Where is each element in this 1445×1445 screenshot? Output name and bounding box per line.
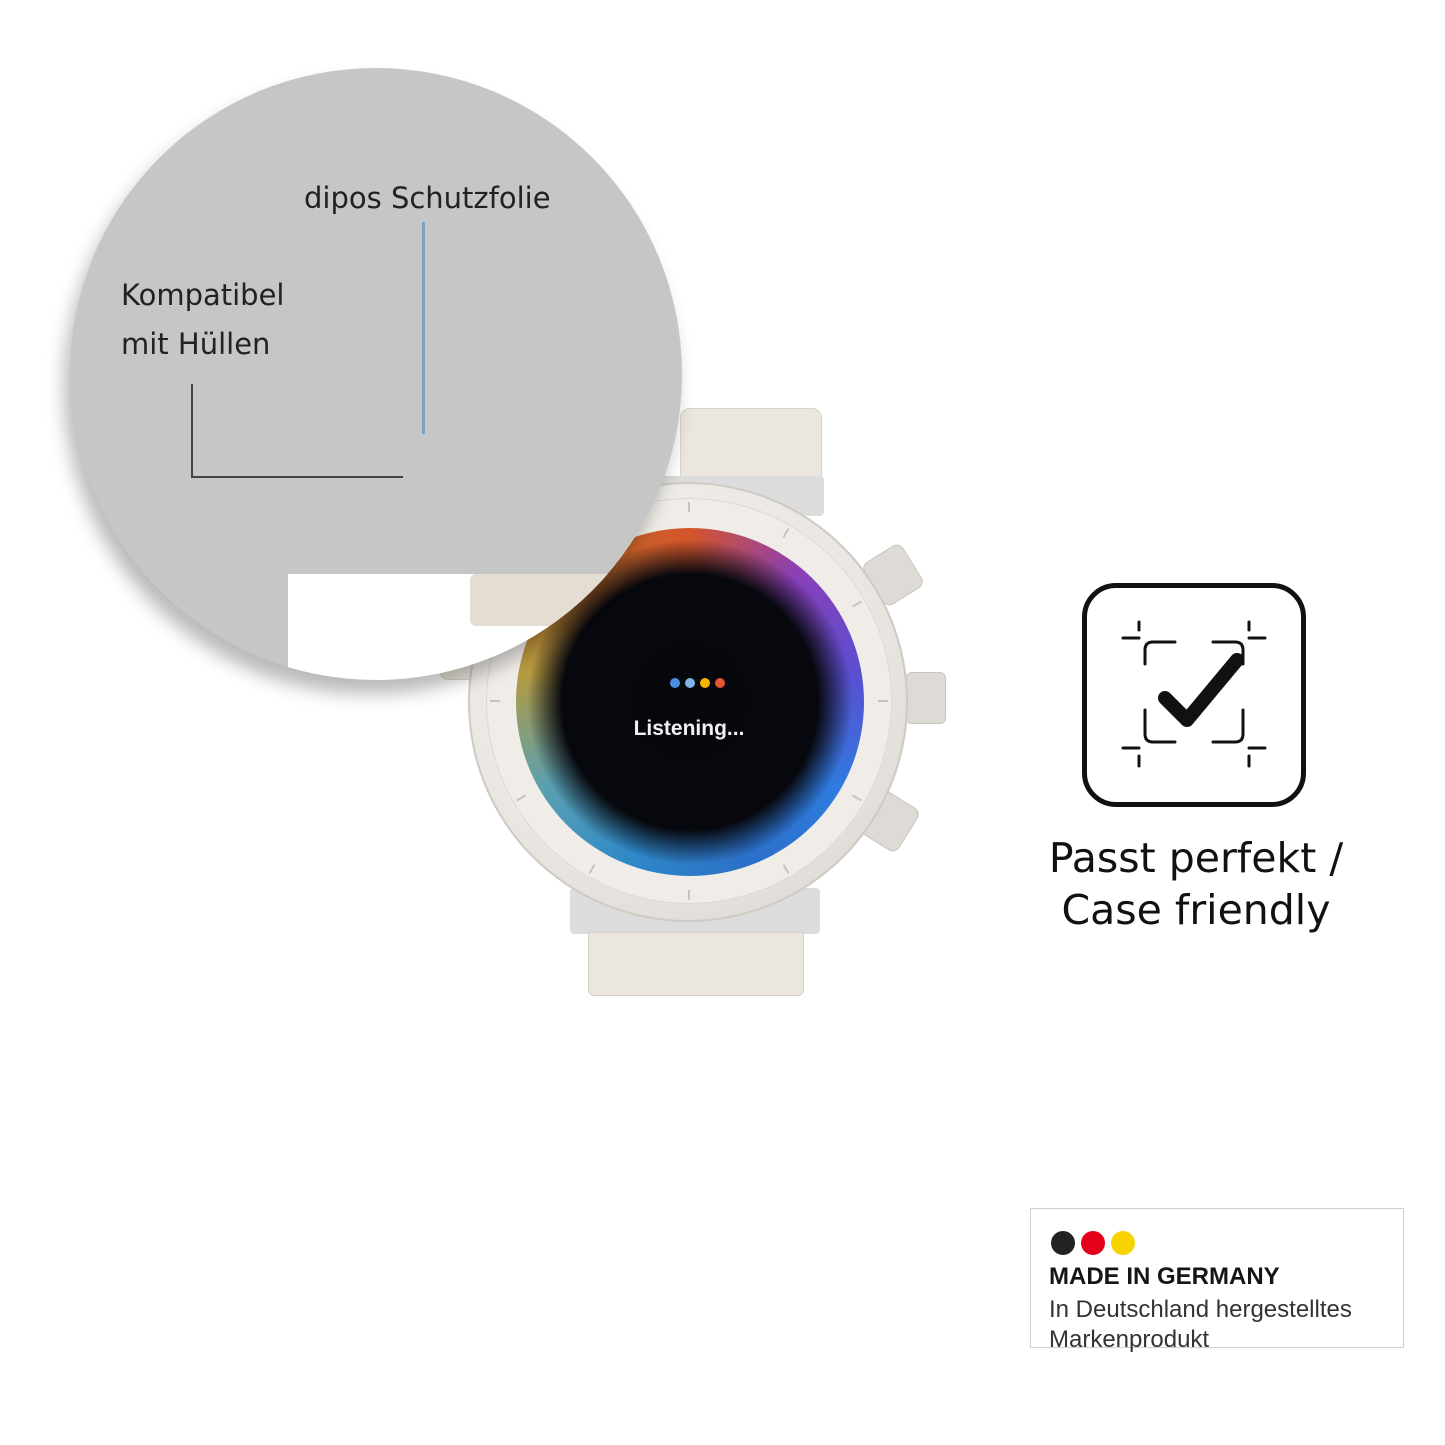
watch-crown	[906, 672, 946, 724]
assistant-dot	[670, 678, 680, 688]
bezel-tick	[588, 864, 596, 874]
badge-subtitle: In Deutschland hergestelltes Markenprodu…	[1049, 1295, 1399, 1355]
feature-label: Passt perfekt / Case friendly	[1010, 832, 1382, 936]
feature-label-line-1: Passt perfekt /	[1048, 834, 1344, 882]
magnifier-strap-detail	[470, 574, 640, 626]
assistant-dots-icon	[670, 678, 726, 692]
case-guide-line-horizontal	[191, 476, 403, 478]
product-label: dipos Schutzfolie	[304, 181, 551, 215]
watch-strap-bottom	[588, 932, 804, 996]
watch-status-text: Listening...	[633, 717, 745, 740]
made-in-germany-badge: MADE IN GERMANY In Deutschland hergestel…	[1030, 1208, 1404, 1353]
compatibility-label: Kompatibel mit Hüllen	[121, 271, 284, 369]
badge-title: MADE IN GERMANY	[1049, 1263, 1280, 1290]
film-guide-line	[422, 222, 425, 434]
zoom-magnifier: dipos Schutzfolie Kompatibel mit Hüllen	[70, 68, 682, 680]
checkmark-frame-svg	[1121, 620, 1267, 768]
badge-subtitle-line-1: In Deutschland hergestelltes	[1049, 1296, 1352, 1323]
flag-dot-black	[1051, 1231, 1075, 1255]
bezel-tick	[782, 864, 790, 874]
assistant-dot	[715, 678, 725, 688]
bezel-tick	[490, 700, 500, 702]
bezel-tick	[782, 528, 790, 538]
bezel-tick	[688, 890, 690, 900]
flag-dot-gold	[1111, 1231, 1135, 1255]
assistant-dot	[700, 678, 710, 688]
compatibility-line-1: Kompatibel	[121, 278, 285, 312]
assistant-dot	[685, 678, 695, 688]
flag-dot-red	[1081, 1231, 1105, 1255]
checkmark-frame-icon	[1082, 583, 1306, 807]
bezel-tick	[852, 794, 862, 802]
bezel-tick	[516, 794, 526, 802]
bezel-tick	[852, 600, 862, 608]
badge-subtitle-line-2: Markenprodukt	[1049, 1326, 1210, 1353]
feature-label-line-2: Case friendly	[1061, 886, 1331, 934]
bezel-tick	[688, 502, 690, 512]
bezel-tick	[878, 700, 888, 702]
compatibility-line-2: mit Hüllen	[121, 327, 271, 361]
case-guide-line-vertical	[191, 384, 193, 478]
